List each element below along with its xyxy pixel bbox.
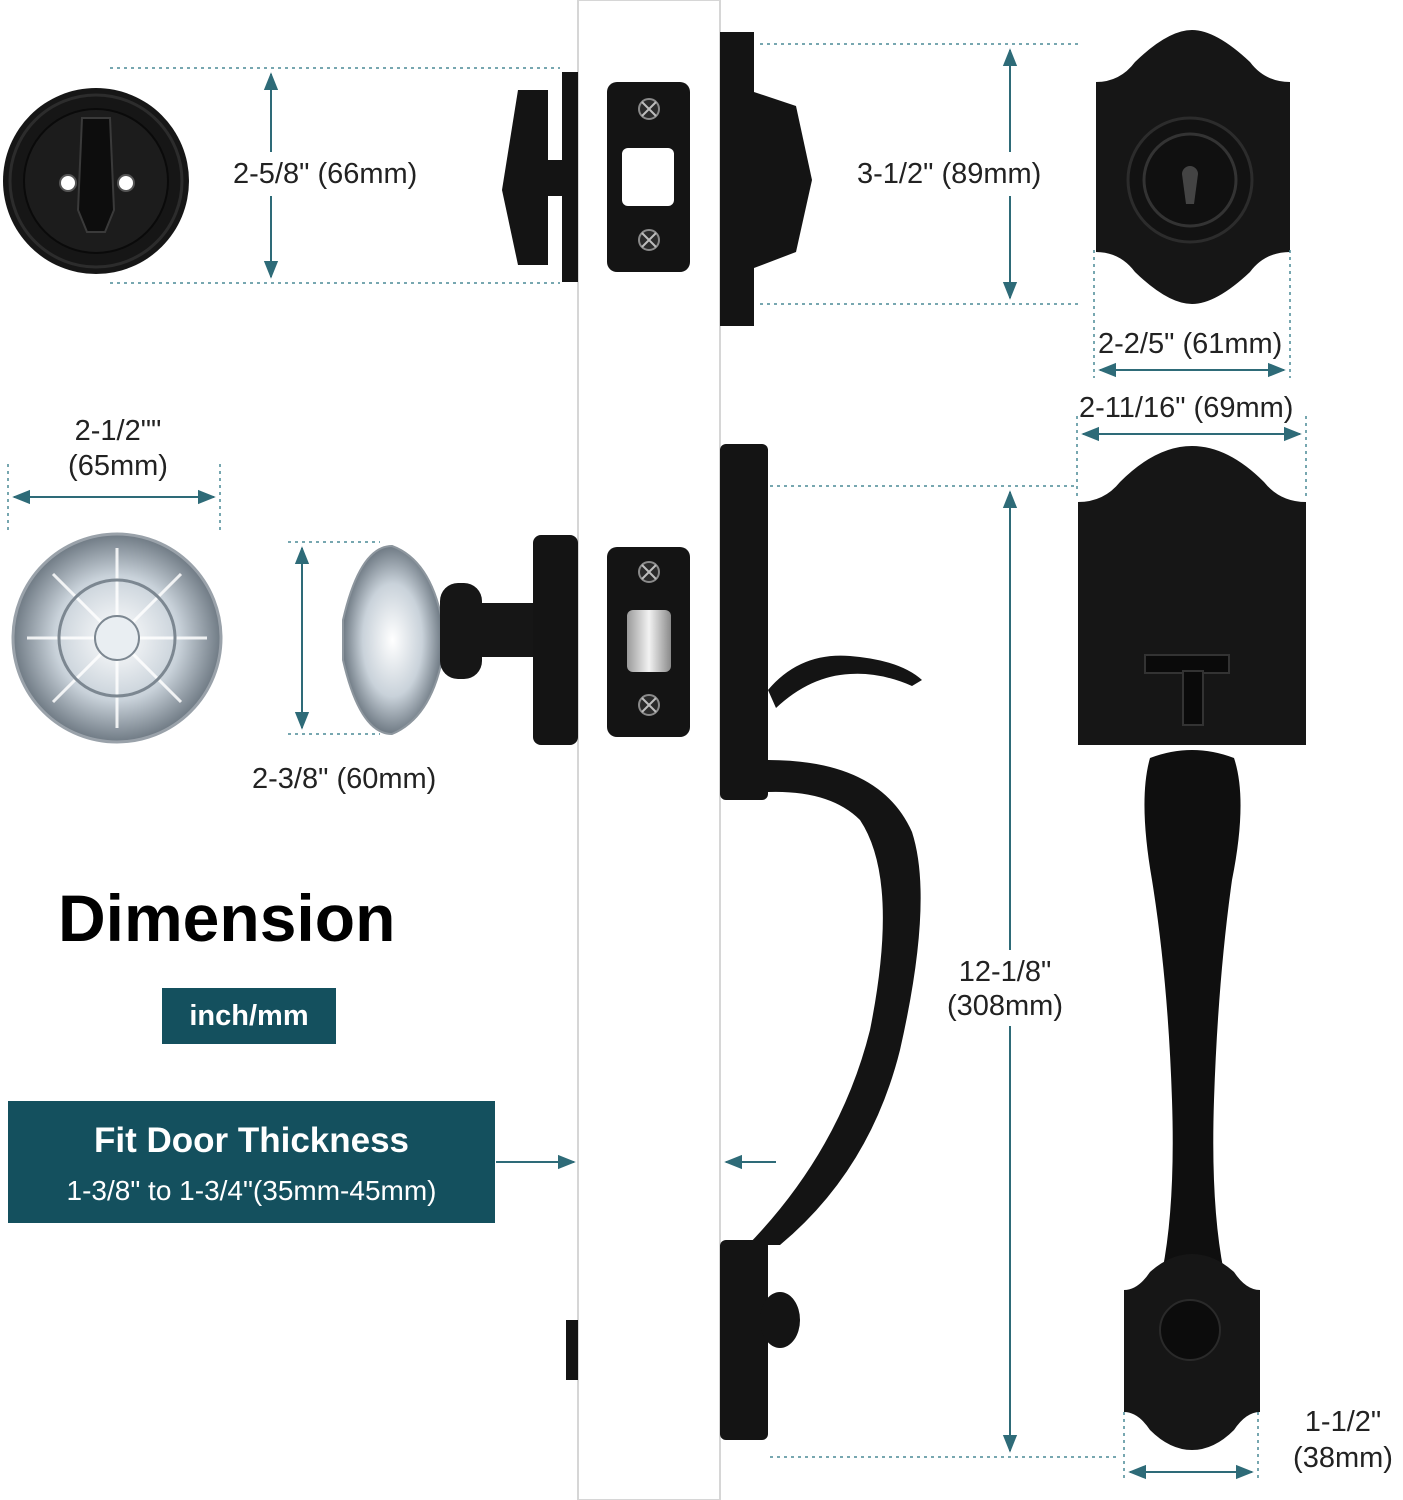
handle-plate-width-label: 2-11/16" (69mm) [1079, 392, 1294, 424]
label-masks [226, 152, 1072, 1026]
deadbolt-plate-width-label: 2-2/5" (61mm) [1098, 328, 1283, 360]
knob-lever-side-image [342, 444, 922, 1440]
handle-bottom-width-inch-label: 1-1/2" [1304, 1406, 1382, 1438]
crystal-knob-front-image [11, 532, 223, 744]
page-title: Dimension [58, 881, 396, 955]
fit-door-range: 1-3/8" to 1-3/4"(35mm-45mm) [66, 1175, 437, 1206]
handle-height-mm-label: (308mm) [946, 990, 1063, 1022]
deadbolt-turn-diameter-label: 2-5/8" (66mm) [233, 158, 418, 190]
unit-badge: inch/mm [162, 988, 336, 1044]
handle-bottom-width-mm-label: (38mm) [1293, 1442, 1393, 1474]
deadbolt-exterior-plate-image [1096, 30, 1290, 304]
knob-side-height-label: 2-3/8" (60mm) [252, 763, 437, 795]
deadbolt-thumbturn-image [3, 88, 189, 274]
knob-width-inch-label: 2-1/2"" [74, 415, 162, 447]
deadbolt-side-image [502, 32, 812, 326]
deadbolt-plate-height-label: 3-1/2" (89mm) [857, 158, 1042, 190]
fit-door-title: Fit Door Thickness [93, 1121, 410, 1160]
handleset-exterior-image [1078, 446, 1306, 1450]
handle-height-inch-label: 12-1/8" [958, 956, 1052, 988]
knob-width-mm-label: (65mm) [68, 450, 168, 482]
dimension-lines [7, 43, 1307, 1480]
fit-door-thickness-box: Fit Door Thickness 1-3/8" to 1-3/4"(35mm… [8, 1101, 495, 1223]
